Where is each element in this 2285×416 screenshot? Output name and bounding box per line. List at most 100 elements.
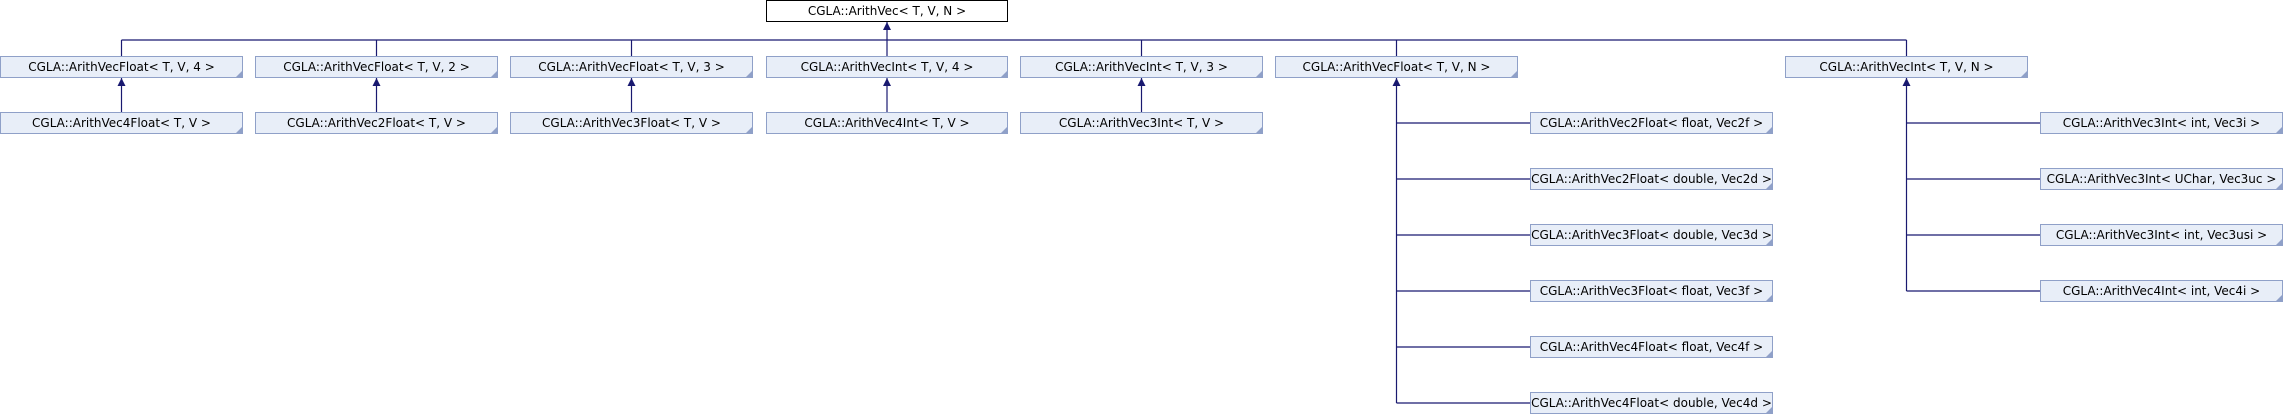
link-corner-icon: [1766, 127, 1772, 133]
class-node-label: CGLA::ArithVec4Float< double, Vec4d >: [1531, 396, 1772, 410]
arrowhead-root: [883, 22, 891, 30]
class-node-v3f[interactable]: CGLA::ArithVec3Float< T, V >: [510, 112, 753, 134]
class-node-box: [1020, 56, 1263, 78]
class-node-a3iuc[interactable]: CGLA::ArithVec3Int< UChar, Vec3uc >: [2040, 168, 2283, 190]
edges-layer: [117, 22, 2040, 404]
class-node-box: [510, 56, 753, 78]
link-corner-icon: [1766, 351, 1772, 357]
class-node-box: [510, 112, 753, 134]
link-corner-icon: [236, 127, 242, 133]
class-node-label: CGLA::ArithVecFloat< T, V, 4 >: [28, 60, 215, 74]
class-node-label: CGLA::ArithVec3Float< double, Vec3d >: [1531, 228, 1772, 242]
class-node-label: CGLA::ArithVecFloat< T, V, N >: [1303, 60, 1491, 74]
class-node-box: [2040, 112, 2283, 134]
link-corner-icon: [1766, 183, 1772, 189]
class-node-box: [1530, 168, 1773, 190]
arrowhead-vfn: [1392, 78, 1401, 86]
class-node-label: CGLA::ArithVec4Float< T, V >: [32, 116, 211, 130]
class-node-box: [1020, 112, 1263, 134]
arrowhead-vf2: [372, 78, 381, 86]
class-node-box: [1530, 392, 1773, 414]
class-node-box: [1785, 56, 2028, 78]
class-node-box: [1530, 280, 1773, 302]
link-corner-icon: [746, 71, 752, 77]
class-node-vi4[interactable]: CGLA::ArithVecInt< T, V, 4 >: [766, 56, 1008, 78]
class-node-a3ius[interactable]: CGLA::ArithVec3Int< int, Vec3usi >: [2040, 224, 2283, 246]
class-node-vf2[interactable]: CGLA::ArithVecFloat< T, V, 2 >: [255, 56, 498, 78]
link-corner-icon: [491, 127, 497, 133]
link-corner-icon: [2276, 183, 2282, 189]
class-node-label: CGLA::ArithVec3Int< int, Vec3i >: [2063, 116, 2261, 130]
class-node-a3ff[interactable]: CGLA::ArithVec3Float< float, Vec3f >: [1530, 280, 1773, 302]
link-corner-icon: [1256, 127, 1262, 133]
class-node-box: [766, 56, 1008, 78]
class-node-vfn[interactable]: CGLA::ArithVecFloat< T, V, N >: [1275, 56, 1518, 78]
class-node-box: [766, 0, 1008, 22]
link-corner-icon: [1256, 71, 1262, 77]
class-node-root: CGLA::ArithVec< T, V, N >: [766, 0, 1008, 22]
link-corner-icon: [2276, 295, 2282, 301]
link-corner-icon: [746, 127, 752, 133]
link-corner-icon: [1766, 239, 1772, 245]
class-node-v3i[interactable]: CGLA::ArithVec3Int< T, V >: [1020, 112, 1263, 134]
class-node-label: CGLA::ArithVec4Float< float, Vec4f >: [1540, 340, 1763, 354]
class-node-label: CGLA::ArithVec3Float< float, Vec3f >: [1540, 284, 1763, 298]
class-node-box: [1275, 56, 1518, 78]
class-node-label: CGLA::ArithVec3Int< T, V >: [1059, 116, 1224, 130]
class-node-a4ii[interactable]: CGLA::ArithVec4Int< int, Vec4i >: [2040, 280, 2283, 302]
link-corner-icon: [2276, 239, 2282, 245]
class-node-box: [2040, 280, 2283, 302]
class-node-vin[interactable]: CGLA::ArithVecInt< T, V, N >: [1785, 56, 2028, 78]
class-node-label: CGLA::ArithVec2Float< T, V >: [287, 116, 466, 130]
arrowhead-vi4: [883, 78, 891, 86]
class-node-a3ii[interactable]: CGLA::ArithVec3Int< int, Vec3i >: [2040, 112, 2283, 134]
class-node-a4fd[interactable]: CGLA::ArithVec4Float< double, Vec4d >: [1530, 392, 1773, 414]
class-node-vf4[interactable]: CGLA::ArithVecFloat< T, V, 4 >: [0, 56, 243, 78]
arrowhead-vf4: [117, 78, 126, 86]
class-node-box: [1530, 224, 1773, 246]
class-node-label: CGLA::ArithVec< T, V, N >: [808, 4, 966, 18]
class-node-box: [0, 112, 243, 134]
class-node-label: CGLA::ArithVec3Int< int, Vec3usi >: [2056, 228, 2267, 242]
class-node-vi3[interactable]: CGLA::ArithVecInt< T, V, 3 >: [1020, 56, 1263, 78]
link-corner-icon: [1001, 71, 1007, 77]
class-node-label: CGLA::ArithVec4Int< T, V >: [804, 116, 969, 130]
class-node-label: CGLA::ArithVec2Float< float, Vec2f >: [1540, 116, 1763, 130]
class-node-a4ff[interactable]: CGLA::ArithVec4Float< float, Vec4f >: [1530, 336, 1773, 358]
class-node-label: CGLA::ArithVecFloat< T, V, 3 >: [538, 60, 725, 74]
class-node-v2f[interactable]: CGLA::ArithVec2Float< T, V >: [255, 112, 498, 134]
class-node-box: [255, 112, 498, 134]
arrowhead-vin: [1902, 78, 1911, 86]
class-node-label: CGLA::ArithVec3Int< UChar, Vec3uc >: [2047, 172, 2277, 186]
class-node-box: [2040, 168, 2283, 190]
class-node-label: CGLA::ArithVecInt< T, V, 4 >: [801, 60, 974, 74]
class-node-a2fd[interactable]: CGLA::ArithVec2Float< double, Vec2d >: [1530, 168, 1773, 190]
class-node-box: [766, 112, 1008, 134]
class-node-box: [2040, 224, 2283, 246]
class-node-label: CGLA::ArithVec4Int< int, Vec4i >: [2063, 284, 2261, 298]
class-node-label: CGLA::ArithVecInt< T, V, N >: [1819, 60, 1993, 74]
link-corner-icon: [1001, 127, 1007, 133]
class-node-box: [0, 56, 243, 78]
arrowhead-vi3: [1137, 78, 1146, 86]
class-node-label: CGLA::ArithVec3Float< T, V >: [542, 116, 721, 130]
class-node-box: [255, 56, 498, 78]
class-node-v4i[interactable]: CGLA::ArithVec4Int< T, V >: [766, 112, 1008, 134]
class-node-a3fd[interactable]: CGLA::ArithVec3Float< double, Vec3d >: [1530, 224, 1773, 246]
link-corner-icon: [236, 71, 242, 77]
class-node-label: CGLA::ArithVecFloat< T, V, 2 >: [283, 60, 470, 74]
class-node-a2ff[interactable]: CGLA::ArithVec2Float< float, Vec2f >: [1530, 112, 1773, 134]
class-node-label: CGLA::ArithVec2Float< double, Vec2d >: [1531, 172, 1772, 186]
link-corner-icon: [2276, 127, 2282, 133]
class-node-label: CGLA::ArithVecInt< T, V, 3 >: [1055, 60, 1228, 74]
link-corner-icon: [1766, 407, 1772, 413]
class-node-vf3[interactable]: CGLA::ArithVecFloat< T, V, 3 >: [510, 56, 753, 78]
link-corner-icon: [1511, 71, 1517, 77]
class-node-box: [1530, 112, 1773, 134]
class-node-box: [1530, 336, 1773, 358]
arrowhead-vf3: [627, 78, 636, 86]
link-corner-icon: [2021, 71, 2027, 77]
class-node-v4f[interactable]: CGLA::ArithVec4Float< T, V >: [0, 112, 243, 134]
